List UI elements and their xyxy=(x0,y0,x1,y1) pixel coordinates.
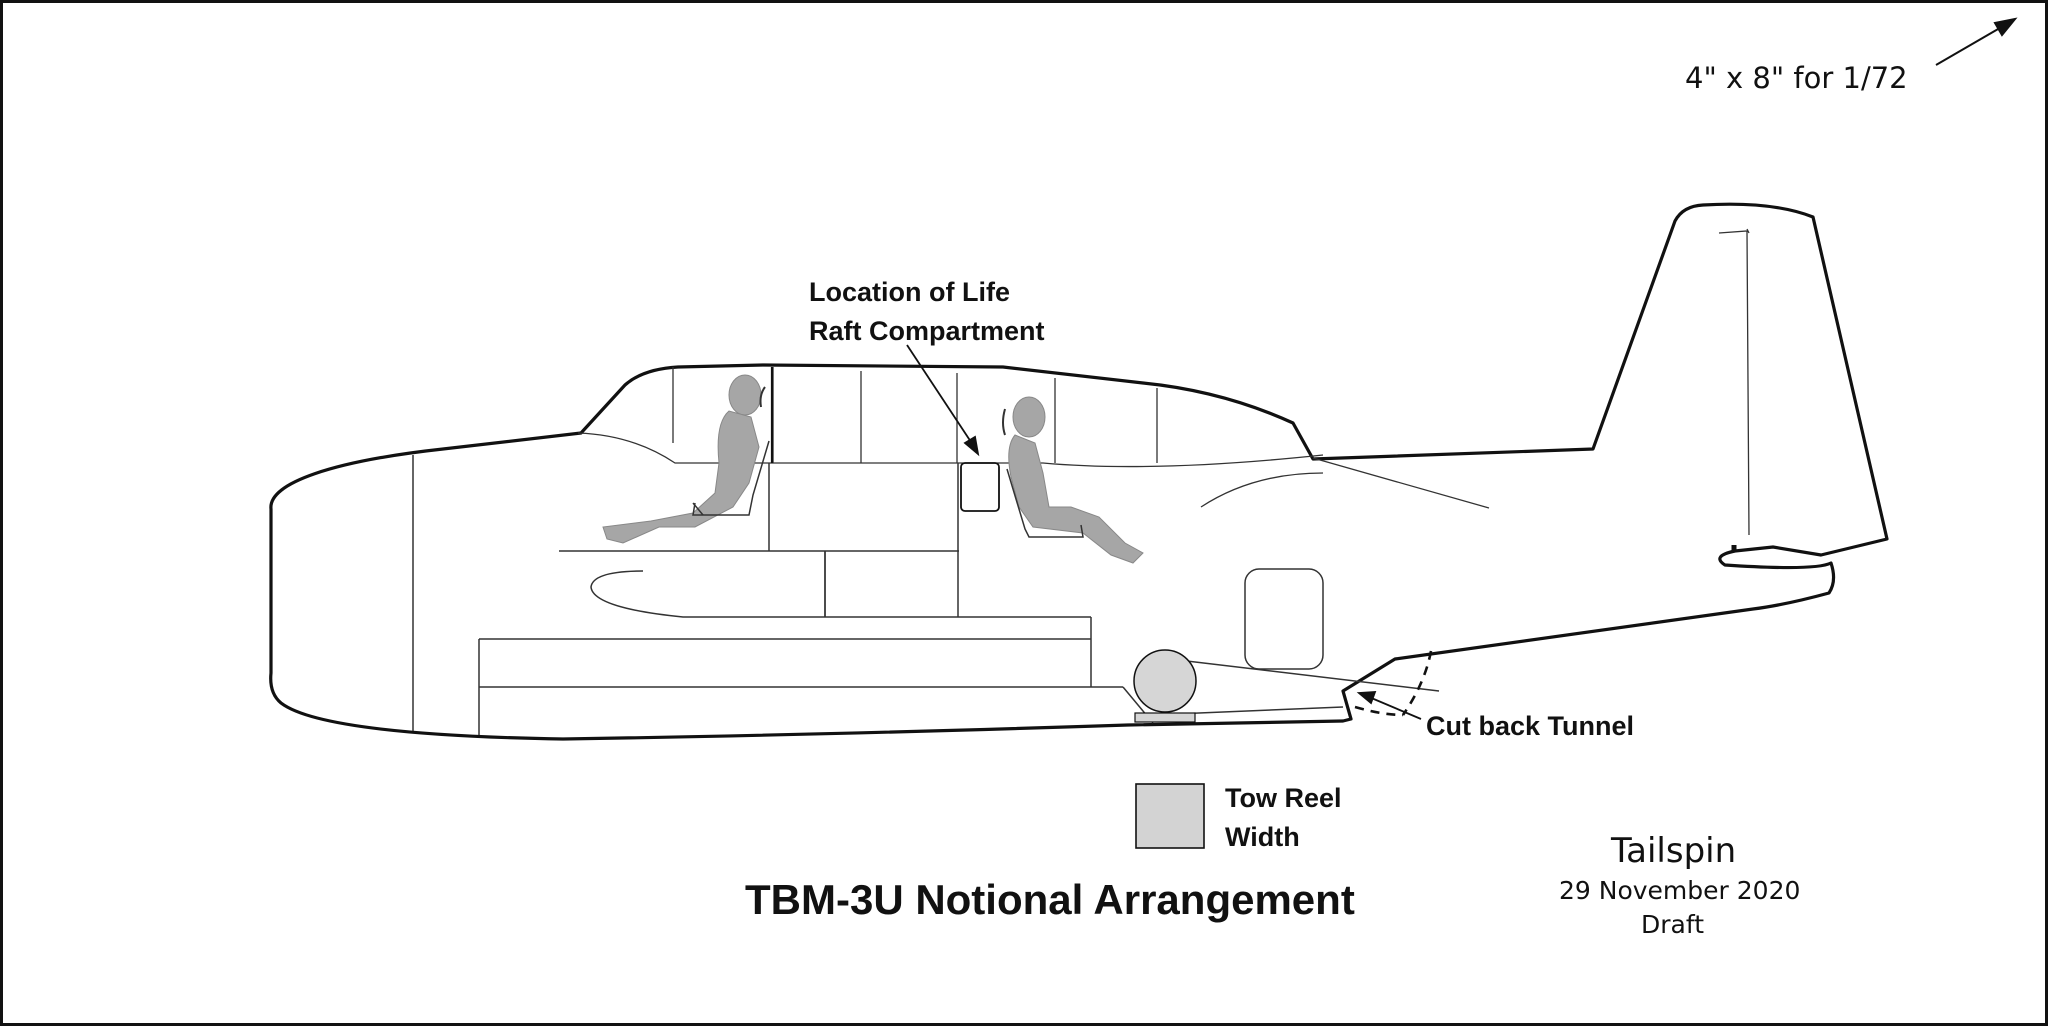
rear-headrest xyxy=(1002,408,1006,436)
crew-figure-rear xyxy=(1008,396,1144,564)
leader-lines xyxy=(906,344,1422,720)
raft-callout-line2: Raft Compartment xyxy=(809,316,1045,346)
legend-label: Tow Reel Width xyxy=(1225,779,1342,857)
tunnel-cutback xyxy=(1354,650,1433,717)
raft-callout-line1: Location of Life xyxy=(809,277,1010,307)
crew-figure-pilot xyxy=(602,374,762,544)
legend-line2: Width xyxy=(1225,822,1300,852)
signature-author: Tailspin xyxy=(1611,831,1737,871)
tow-reel xyxy=(1133,649,1197,723)
fuselage-outline xyxy=(269,202,1889,741)
pilot-seat xyxy=(692,440,770,516)
raft-callout: Location of Life Raft Compartment xyxy=(809,273,1045,351)
signature-date: 29 November 2020 xyxy=(1559,876,1801,905)
internal-structure xyxy=(412,455,1440,735)
rear-seat xyxy=(1006,468,1084,538)
diagram-title: TBM-3U Notional Arrangement xyxy=(745,876,1355,923)
raft-compartment xyxy=(960,462,1000,512)
scale-note: 4" x 8" for 1/72 xyxy=(1685,61,1908,95)
legend-line1: Tow Reel xyxy=(1225,783,1342,813)
canopy-frames xyxy=(577,228,1750,536)
aircraft-diagram xyxy=(269,17,2018,849)
scale-arrow xyxy=(1935,17,2018,66)
tunnel-callout: Cut back Tunnel xyxy=(1426,711,1635,741)
signature-status: Draft xyxy=(1641,910,1705,939)
legend-swatch xyxy=(1135,783,1205,849)
pilot-headrest xyxy=(759,386,766,408)
